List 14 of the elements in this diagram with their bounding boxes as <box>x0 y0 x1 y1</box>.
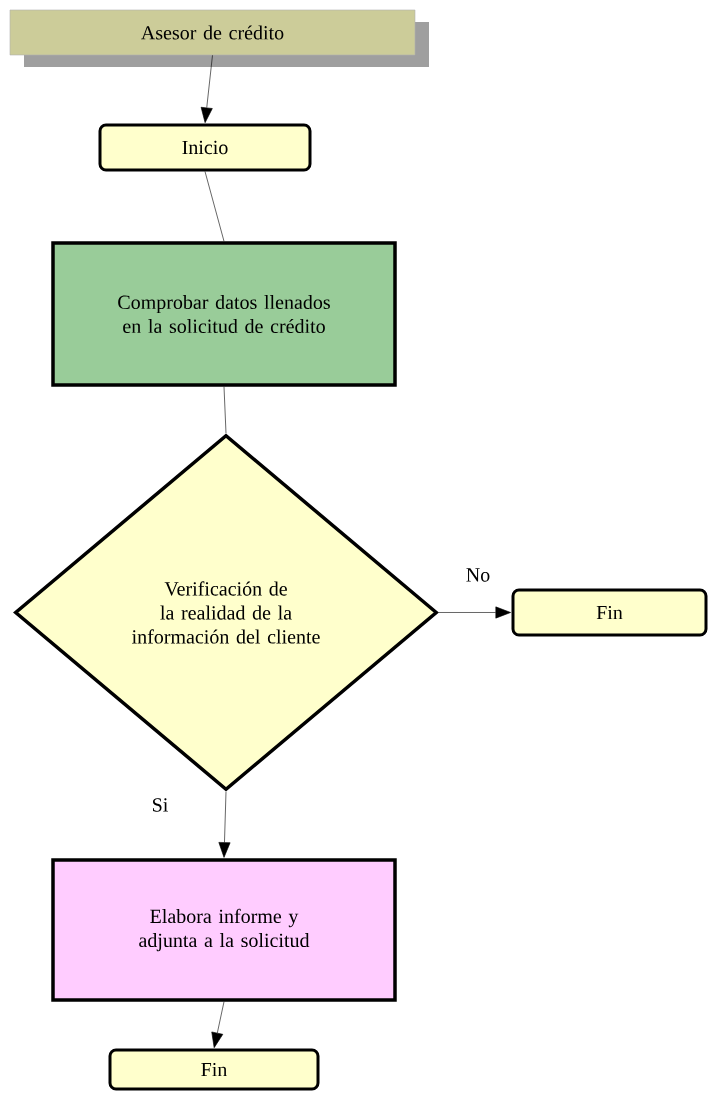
connector-line <box>204 171 225 242</box>
arrow <box>200 55 213 123</box>
terminal-box: Fin <box>511 588 708 637</box>
edge-label: No <box>464 567 492 583</box>
terminal-box: Inicio <box>98 123 312 172</box>
arrow <box>211 1001 225 1048</box>
edge-label: Si <box>150 797 170 813</box>
process-box: Comprobar datos llenados en la solicitud de crédito <box>51 241 397 387</box>
process-box: Elabora informe y adjunta a la solicitud <box>51 858 397 1002</box>
arrow <box>218 791 231 858</box>
connector-line <box>223 386 227 434</box>
lane-header: Asesor de crédito <box>9 9 429 67</box>
terminal-box: Fin <box>108 1048 320 1091</box>
arrow <box>438 606 511 619</box>
